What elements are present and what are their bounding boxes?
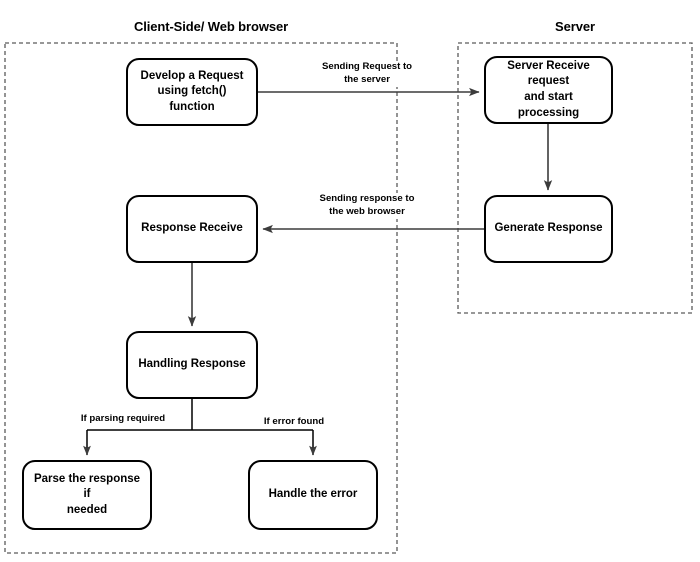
node-response-receive[interactable]: Response Receive xyxy=(126,195,258,263)
branch-label-if-error-found: If error found xyxy=(263,416,325,427)
node-develop-request[interactable]: Develop a Request using fetch() function xyxy=(126,58,258,126)
node-parse-response[interactable]: Parse the response if needed xyxy=(22,460,152,530)
zone-client-border xyxy=(4,42,398,554)
edge-label-sending-request: Sending Request to the server xyxy=(303,61,431,87)
node-handling-response-label: Handling Response xyxy=(138,358,246,371)
node-handle-error[interactable]: Handle the error xyxy=(248,460,378,530)
node-develop-request-label: Develop a Request using fetch() function xyxy=(140,69,244,113)
node-generate-response-label: Generate Response xyxy=(494,222,603,235)
node-handling-response[interactable]: Handling Response xyxy=(126,331,258,399)
node-response-receive-label: Response Receive xyxy=(141,222,243,235)
edge-label-sending-response: Sending response to the web browser xyxy=(301,193,433,219)
branch-label-if-parsing-required: If parsing required xyxy=(80,413,166,424)
node-parse-response-label: Parse the response if needed xyxy=(33,472,141,516)
zone-title-client: Client-Side/ Web browser xyxy=(133,19,289,34)
node-generate-response[interactable]: Generate Response xyxy=(484,195,613,263)
node-server-receive[interactable]: Server Receive request and start process… xyxy=(484,56,613,124)
node-handle-error-label: Handle the error xyxy=(268,488,358,501)
zone-title-server: Server xyxy=(555,19,595,34)
node-server-receive-label: Server Receive request and start process… xyxy=(507,59,590,119)
